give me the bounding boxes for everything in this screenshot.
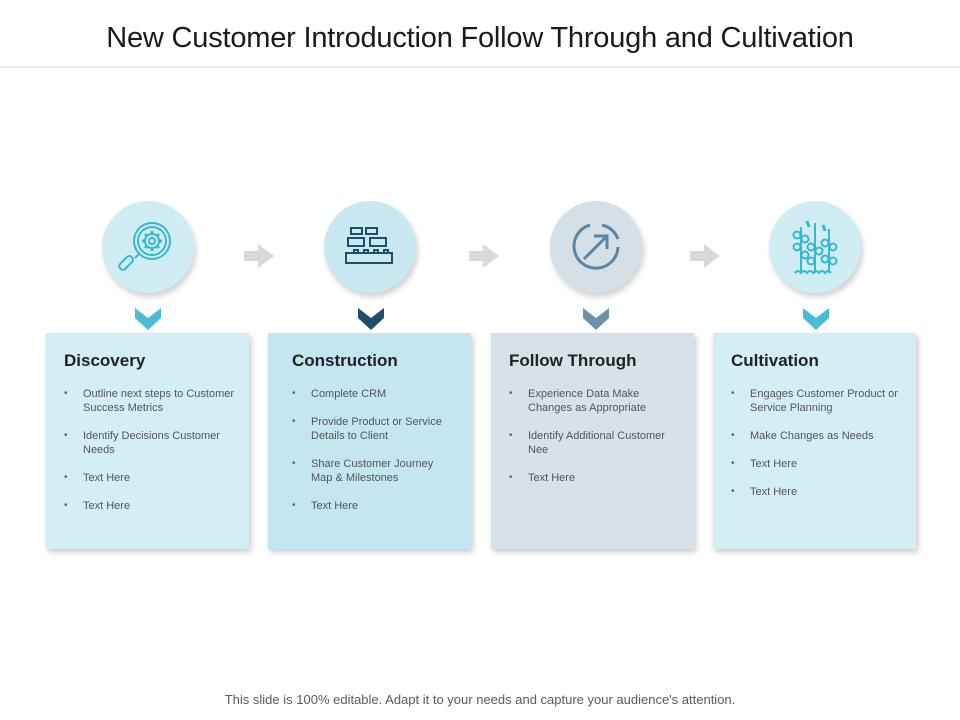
bullet-item: Share Customer Journey Map & Milestones: [292, 457, 457, 485]
card-heading: Construction: [292, 351, 398, 370]
bullet-item: Text Here: [292, 499, 457, 513]
bullet-list: Outline next steps to Customer Success M…: [64, 387, 235, 513]
card-heading: Cultivation: [731, 351, 819, 370]
plant-sprouts-icon: [792, 220, 838, 275]
bullet-list: Experience Data Make Changes as Appropri…: [509, 387, 680, 485]
bullet-item: Text Here: [731, 485, 902, 499]
card-heading: Discovery: [64, 351, 146, 370]
bullet-item: Complete CRM: [292, 387, 457, 401]
card-heading: Follow Through: [509, 351, 637, 370]
bullet-item: Engages Customer Product or Service Plan…: [731, 387, 902, 415]
bullet-list: Complete CRM Provide Product or Service …: [292, 387, 457, 513]
magnifier-gear-icon: [118, 222, 171, 271]
discovery-icon-circle: [102, 201, 194, 293]
cultivation-card: Cultivation Engages Customer Product or …: [713, 333, 916, 549]
arrow-up-right-circle-icon: [572, 223, 620, 270]
bullet-item: Text Here: [509, 471, 680, 485]
bullet-item: Experience Data Make Changes as Appropri…: [509, 387, 680, 415]
bullet-list: Engages Customer Product or Service Plan…: [731, 387, 902, 499]
bullet-item: Identify Decisions Customer Needs: [64, 429, 235, 457]
title-divider: [0, 66, 960, 68]
construction-icon-circle: [324, 201, 416, 293]
chevron-down-icon: [135, 308, 161, 330]
flow-arrow-icon: [690, 244, 720, 268]
follow-through-icon-circle: [550, 201, 642, 293]
chevron-down-icon: [358, 308, 384, 330]
bullet-item: Outline next steps to Customer Success M…: [64, 387, 235, 415]
bullet-item: Identify Additional Customer Nee: [509, 429, 680, 457]
chevron-down-icon: [803, 308, 829, 330]
bullet-item: Text Here: [731, 457, 902, 471]
bullet-item: Provide Product or Service Details to Cl…: [292, 415, 457, 443]
bullet-item: Text Here: [64, 499, 235, 513]
discovery-card: Discovery Outline next steps to Customer…: [46, 333, 249, 549]
follow-through-card: Follow Through Experience Data Make Chan…: [491, 333, 694, 549]
bricks-icon: [345, 227, 393, 264]
bullet-item: Make Changes as Needs: [731, 429, 902, 443]
slide-title: New Customer Introduction Follow Through…: [106, 22, 854, 54]
chevron-down-icon: [583, 308, 609, 330]
footer-note: This slide is 100% editable. Adapt it to…: [224, 692, 736, 707]
flow-arrow-icon: [244, 244, 274, 268]
cultivation-icon-circle: [769, 201, 861, 293]
construction-card: Construction Complete CRM Provide Produc…: [268, 333, 471, 549]
flow-arrow-icon: [469, 244, 499, 268]
bullet-item: Text Here: [64, 471, 235, 485]
